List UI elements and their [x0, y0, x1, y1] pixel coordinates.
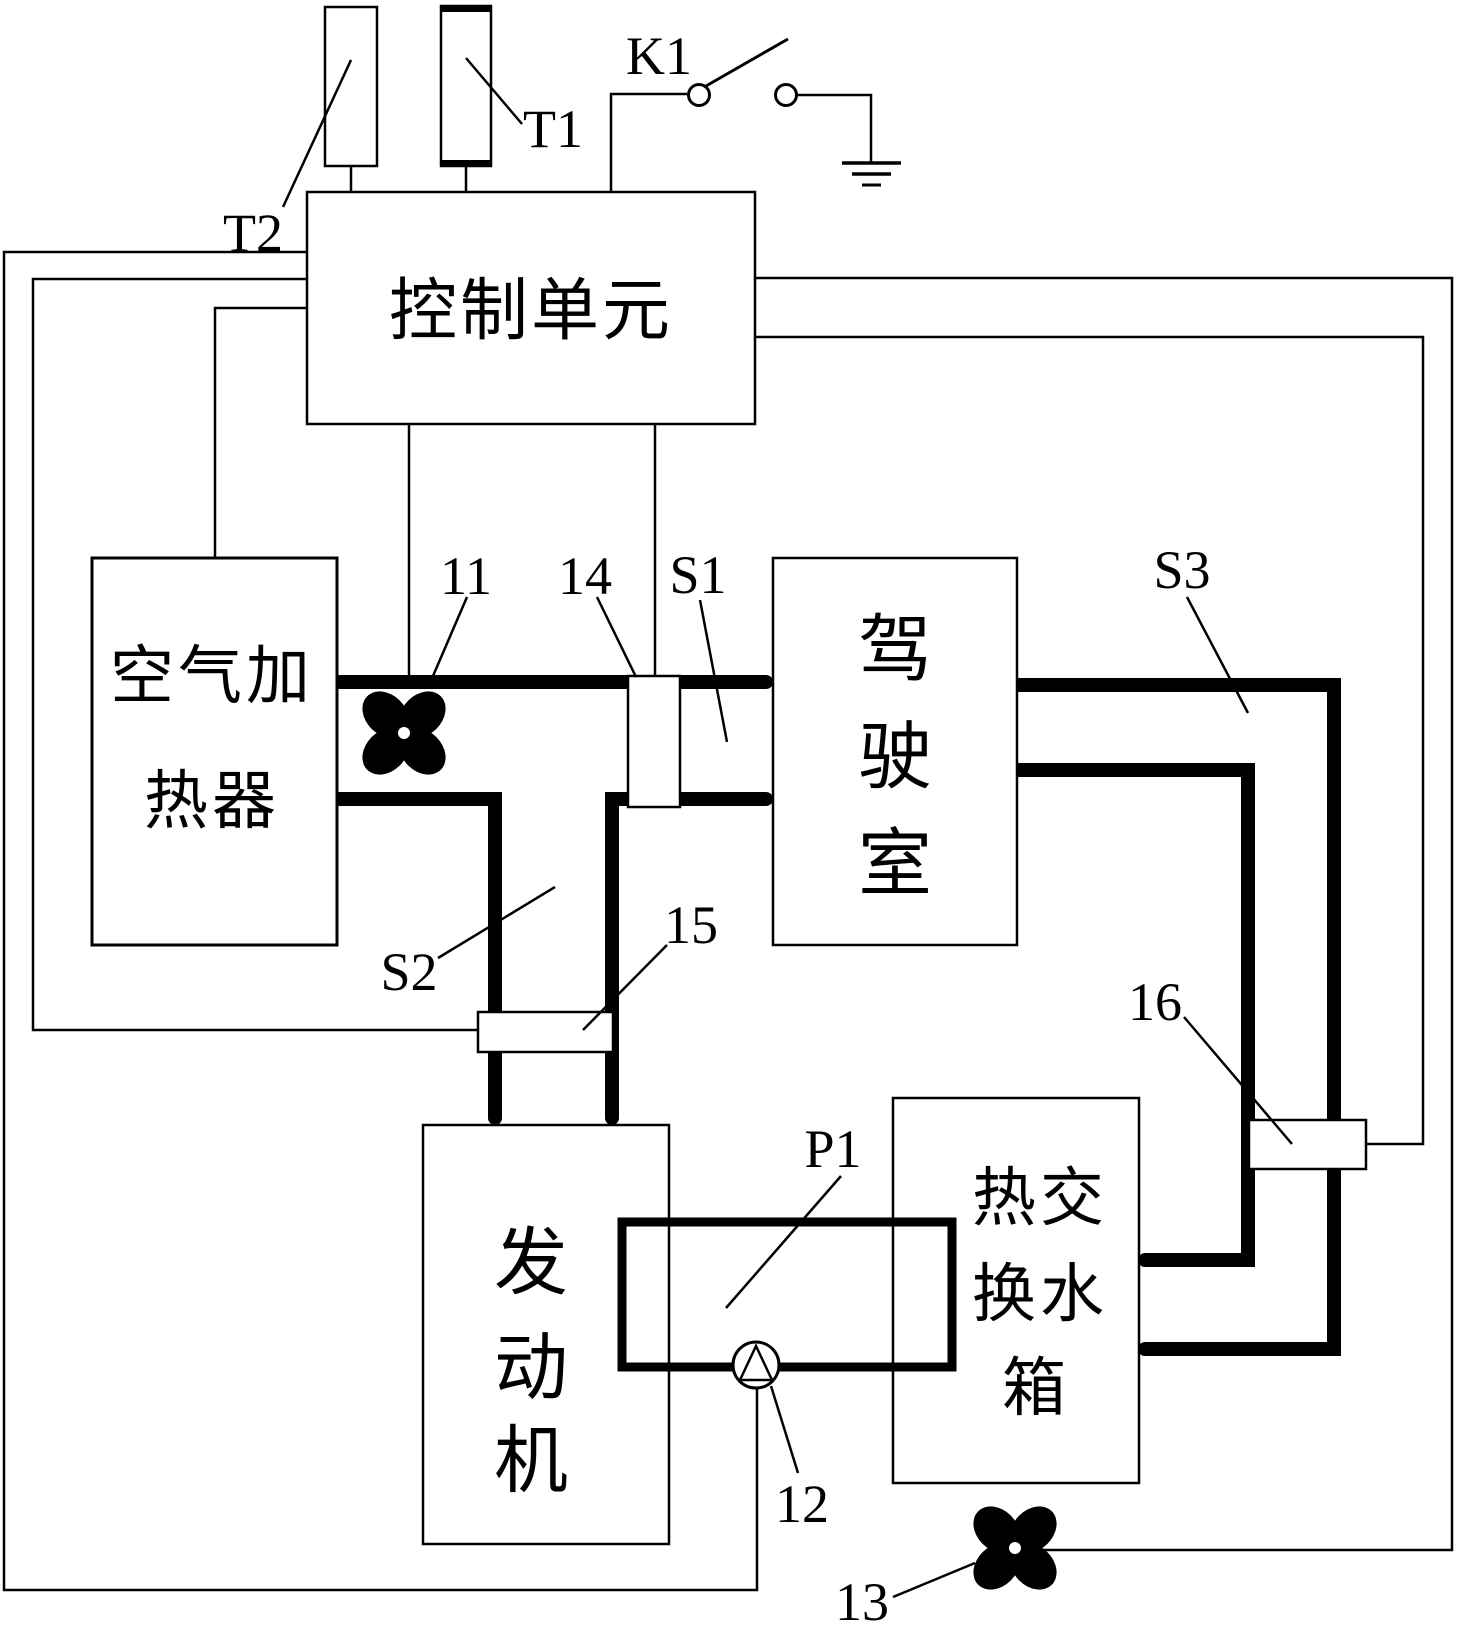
label-s3: S3: [1153, 540, 1210, 600]
wire-switch-to-ground: [797, 93, 873, 162]
engine-box: [421, 1123, 671, 1546]
fan-11-icon: [362, 691, 446, 775]
leader-15: [582, 944, 668, 1031]
tank-caption-line3: 箱: [1002, 1353, 1070, 1424]
leader-s2: [437, 885, 556, 960]
switch-contact-right: [774, 83, 798, 107]
fan13-petal-sw: [973, 1543, 1020, 1590]
wire-control-to-fan13: [755, 276, 1454, 1552]
coolant-loop-p1: [617, 1217, 957, 1372]
fan11-petal-se: [399, 728, 446, 775]
wire-control-to-pump: [2, 250, 759, 1592]
tank-caption-line2: 换水: [972, 1259, 1108, 1330]
ground-symbol: [842, 161, 901, 187]
fan11-petal-ne: [399, 691, 446, 738]
control-unit-box: [305, 190, 757, 426]
leader-16: [1183, 1016, 1293, 1145]
pump-circle: [731, 1340, 781, 1390]
engine-caption-char1: 发: [494, 1223, 568, 1305]
fan11-petal-sw: [362, 728, 409, 775]
fan13-petal-ne: [1010, 1506, 1057, 1553]
label-s2: S2: [380, 942, 437, 1002]
duct-s3-outer: [1003, 678, 1341, 1356]
fan-13-icon: [973, 1506, 1057, 1590]
valve-14-damper: [626, 674, 682, 809]
leader-p1: [725, 1175, 842, 1309]
air-heater-box: [90, 556, 339, 947]
sensor-t1-body: [439, 4, 493, 168]
leader-14: [595, 596, 638, 678]
leader-t1: [465, 57, 523, 125]
cab-box: [771, 556, 1019, 947]
engine-caption-char2: 动: [494, 1328, 568, 1410]
label-k1: K1: [626, 26, 692, 86]
label-16: 16: [1128, 972, 1182, 1032]
wire-control-to-valve15: [31, 277, 478, 1032]
control-unit-caption: 控制单元: [389, 273, 673, 349]
leader-s1: [698, 599, 729, 743]
label-15: 15: [664, 895, 718, 955]
wire-control-to-heater: [213, 306, 307, 558]
cab-caption-char2: 驶: [858, 717, 932, 799]
label-p1: P1: [804, 1119, 861, 1179]
cab-caption-char1: 驾: [858, 610, 932, 692]
leader-t2: [281, 59, 353, 208]
duct-s3-inner: [1003, 763, 1255, 1267]
engine-caption-char3: 机: [494, 1421, 568, 1503]
air-heater-caption-line2: 热器: [144, 766, 280, 837]
valve-16-damper: [1247, 1118, 1368, 1171]
label-12: 12: [775, 1474, 829, 1534]
fan13-hub: [1009, 1542, 1021, 1554]
fan13-petal-nw: [973, 1506, 1020, 1553]
leader-s3: [1185, 596, 1250, 714]
cab-caption-char3: 室: [858, 824, 932, 906]
sensor-t2-body: [323, 5, 379, 168]
air-heater-caption-line1: 空气加: [110, 641, 314, 712]
switch-blade: [705, 37, 789, 88]
heat-exchange-tank-box: [891, 1096, 1141, 1485]
valve-15-damper: [476, 1010, 615, 1054]
pump-triangle-icon: [738, 1343, 774, 1382]
fan11-hub: [398, 727, 410, 739]
fan13-petal-se: [1010, 1543, 1057, 1590]
wire-control-to-switch: [609, 92, 687, 192]
label-t1: T1: [523, 99, 583, 159]
wire-control-to-valve16: [755, 335, 1425, 1146]
leader-12: [769, 1385, 800, 1474]
label-13: 13: [835, 1572, 889, 1628]
label-11: 11: [440, 546, 492, 606]
label-14: 14: [558, 546, 612, 606]
label-t2: T2: [223, 203, 283, 263]
fan11-petal-nw: [362, 691, 409, 738]
switch-contact-left: [687, 83, 711, 107]
leader-13: [892, 1561, 976, 1599]
leader-11: [431, 596, 469, 677]
tank-caption-line1: 热交: [972, 1163, 1108, 1234]
label-s1: S1: [669, 545, 726, 605]
